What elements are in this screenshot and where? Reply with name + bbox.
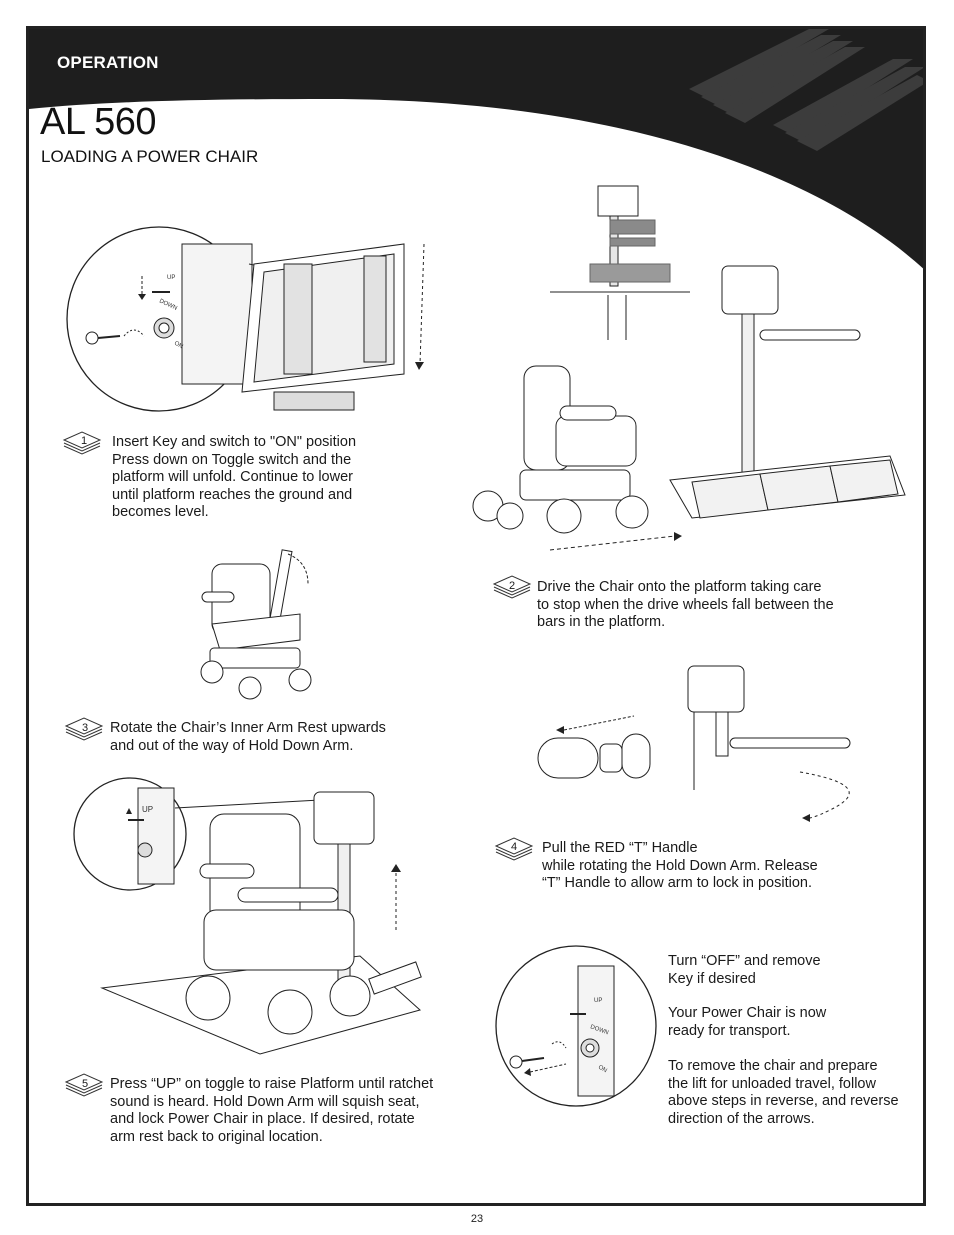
step-5-badge <box>64 1073 104 1097</box>
zoom-switch-up-label: UP <box>142 805 153 814</box>
header-band <box>29 29 923 269</box>
brand-stripes-icon <box>689 29 923 151</box>
key-icon <box>85 331 121 345</box>
arm-rest-illustration <box>200 549 312 700</box>
step-2-text: Drive the Chair onto the platform taking… <box>537 579 834 630</box>
step-4-text: Pull the RED “T” Handle while rotating t… <box>542 840 818 891</box>
page-number: 23 <box>470 1213 484 1225</box>
step-5-number: 5 <box>82 1078 89 1090</box>
step-3-text: Rotate the Chair’s Inner Arm Rest upward… <box>110 720 386 754</box>
page-subtitle: LOADING A POWER CHAIR <box>41 147 259 166</box>
t-handle-illustration <box>537 665 851 822</box>
key-icon <box>509 1055 545 1069</box>
section-label: OPERATION <box>57 53 159 72</box>
step-3-number: 3 <box>82 722 89 734</box>
key-off-illustration: UP DOWN ON <box>495 945 657 1107</box>
unfold-platform-illustration: UP DOWN ON <box>66 226 425 412</box>
final-note-turn-off: Turn “OFF” and remove Key if desired <box>668 953 821 987</box>
final-switch-up-label: UP <box>594 998 602 1004</box>
final-note-remove: To remove the chair and prepare the lift… <box>668 1058 899 1127</box>
step-2-number: 2 <box>509 580 516 592</box>
step-1-text: Insert Key and switch to "ON" position P… <box>112 434 357 520</box>
final-note-ready: Your Power Chair is now ready for transp… <box>668 1005 827 1039</box>
drive-on-platform-illustration <box>472 185 906 551</box>
step-4-badge <box>494 837 534 861</box>
switch-on-label: ON <box>173 341 184 351</box>
step-4-number: 4 <box>511 841 518 853</box>
step-1-badge <box>62 431 102 455</box>
step-1-number: 1 <box>81 435 88 447</box>
step-3-badge <box>64 717 104 741</box>
lock-chair-illustration: UP <box>73 777 422 1055</box>
step-5-text: Press “UP” on toggle to raise Platform u… <box>110 1076 434 1145</box>
page-title: AL 560 <box>40 101 157 143</box>
final-switch-on-label: ON <box>597 1065 608 1075</box>
step-2-badge <box>492 575 532 599</box>
switch-up-label: UP <box>167 275 175 281</box>
